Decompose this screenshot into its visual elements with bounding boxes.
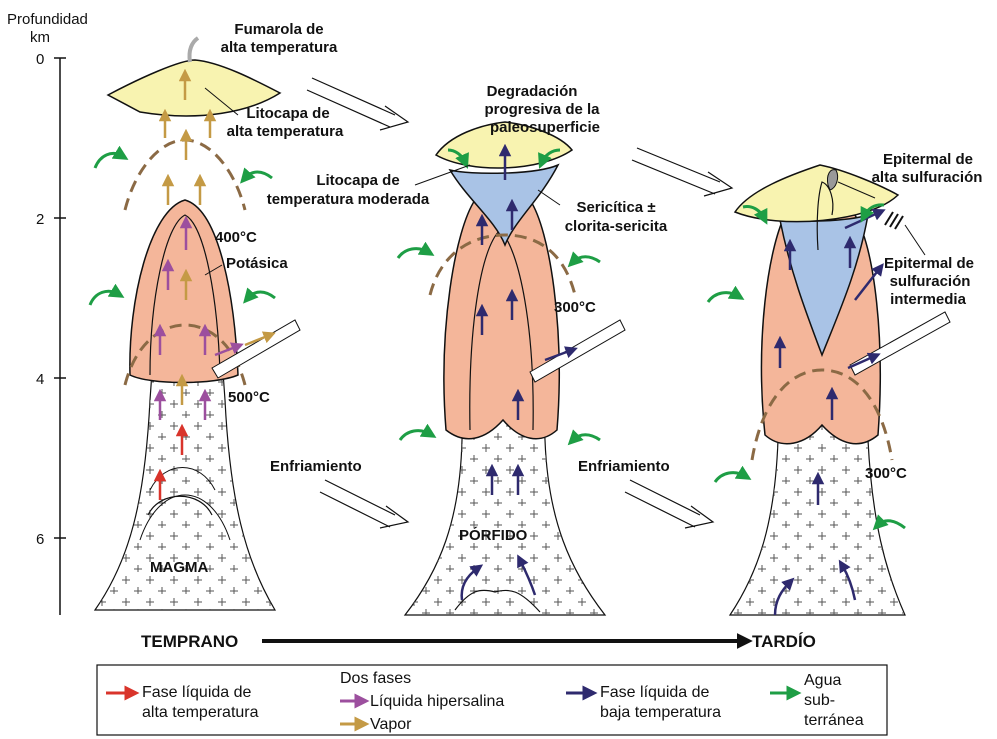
degradation-label-2: progresiva de la [484,101,600,118]
t300-label-stage3: 300°C [865,465,907,482]
cooling-label-2: Enfriamiento [578,458,670,475]
timeline-start: TEMPRANO [141,632,238,651]
sericitic-label-1: Sericítica ± [576,199,655,216]
int-sulf-label-1: Epitermal de [884,255,974,272]
porphyry-label: PÓRFIDO [459,526,528,544]
legend-groundwater-2: sub- [804,692,835,709]
degradation-label-3: paleosuperficie [490,119,600,136]
cooling-arrow-1: Enfriamiento [270,458,408,528]
potassic-zone [130,200,238,383]
stage-2: Degradación progresiva de la paleosuperf… [267,83,668,615]
timeline-end: TARDÍO [752,632,816,651]
lithocap2-label-2: temperatura moderada [267,191,430,208]
high-sulf-label-2: alta sulfuración [872,169,983,186]
stage-3: Epitermal de alta sulfuración Epitermal … [708,151,982,615]
legend-vapor: Vapor [370,716,412,733]
t300-label-stage2: 300°C [554,299,596,316]
legend-hightemp-1: Fase líquida de [142,684,252,701]
tick-4: 4 [36,371,44,388]
legend: Fase líquida de alta temperatura Dos fas… [97,665,887,735]
legend-hypersaline: Líquida hipersalina [370,693,504,710]
tick-0: 0 [36,51,44,68]
lithocap1-label-2: alta temperatura [227,123,344,140]
legend-two-phase: Dos fases [340,670,411,687]
axis-unit: km [30,29,50,46]
sericitic-label-2: clorita-sericita [565,218,668,235]
cooling-label-1: Enfriamiento [270,458,362,475]
legend-lowtemp-2: baja temperatura [600,704,721,721]
magma-label: MAGMA [150,559,208,576]
int-sulf-label-3: intermedia [890,291,967,308]
legend-hightemp-2: alta temperatura [142,704,259,721]
lithocap1-label-1: Litocapa de [246,105,329,122]
timeline: TEMPRANO TARDÍO [141,632,816,651]
tick-2: 2 [36,211,44,228]
potassic-label: Potásica [226,255,288,272]
lithocap2-label-1: Litocapa de [316,172,399,189]
depth-axis: Profundidad km 0 2 4 6 [7,11,88,615]
fumarole-label-2: alta temperatura [221,39,338,56]
legend-groundwater-3: terránea [804,712,864,729]
fumarole-label-1: Fumarola de [234,21,323,38]
legend-groundwater-1: Agua [804,672,841,689]
high-sulf-label-1: Epitermal de [883,151,973,168]
cooling-arrow-2: Enfriamiento [578,458,713,528]
tick-6: 6 [36,531,44,548]
axis-title: Profundidad [7,11,88,28]
transition-arrow-2 [632,148,732,196]
stage-1: Fumarola de alta temperatura Litocapa de… [90,21,344,610]
degradation-label-1: Degradación [487,83,578,100]
t500-label: 500°C [228,389,270,406]
int-sulf-label-2: sulfuración [890,273,971,290]
t400-label: 400°C [215,229,257,246]
legend-lowtemp-1: Fase líquida de [600,684,710,701]
